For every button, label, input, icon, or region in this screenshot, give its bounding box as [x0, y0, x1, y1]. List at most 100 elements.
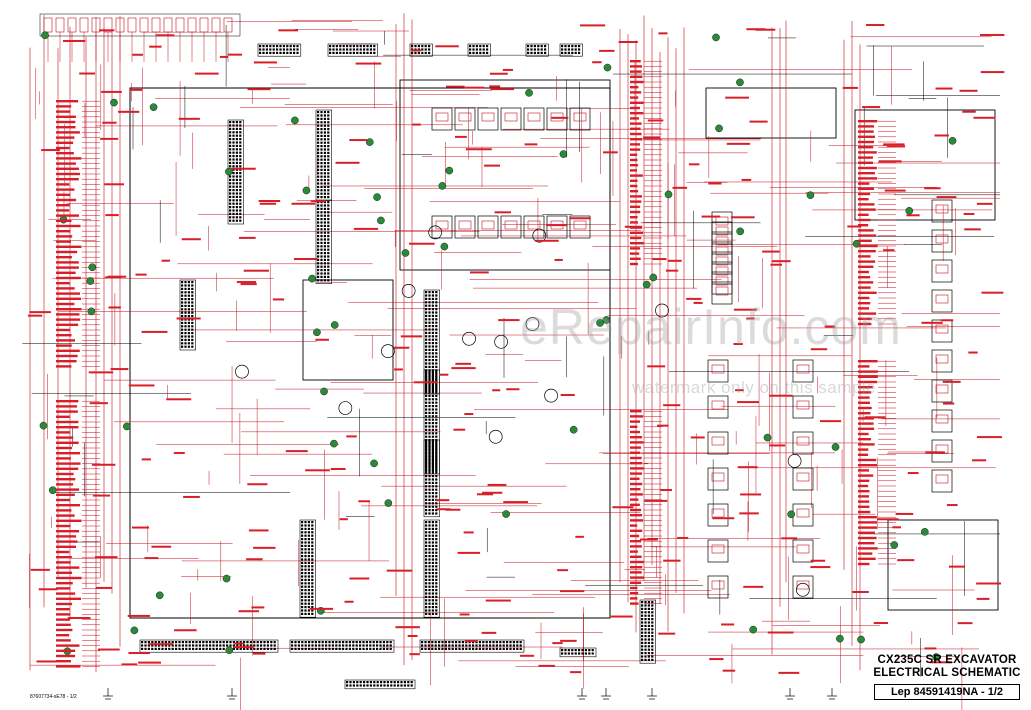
- connector-pin: [461, 641, 464, 644]
- connector-pin: [438, 644, 441, 647]
- connector-pin: [428, 485, 431, 488]
- connector-pin: [320, 131, 323, 134]
- connector-pin: [301, 555, 304, 558]
- wire-tag: [630, 164, 638, 167]
- component-layer: [39, 13, 957, 700]
- connector-pin: [273, 644, 276, 647]
- wire-tag: [810, 559, 826, 562]
- connector-pin: [428, 376, 431, 379]
- wire-tag: [56, 524, 71, 528]
- relay-icon: [931, 469, 953, 493]
- connector-pin: [482, 48, 485, 51]
- connector-pin: [314, 647, 317, 650]
- connector-pin: [369, 684, 372, 687]
- connector-pin: [373, 45, 376, 48]
- connector-pin: [307, 585, 310, 588]
- connector-pin: [327, 241, 330, 244]
- wire-tag: [94, 556, 118, 559]
- connector-pin: [175, 644, 178, 647]
- wire-tag: [858, 229, 874, 232]
- connector-pin: [181, 291, 184, 294]
- sensor-icon: [525, 317, 540, 331]
- connector-pin: [327, 128, 330, 131]
- connector-pin: [232, 151, 235, 154]
- connector-pin: [363, 45, 366, 48]
- wire-tag: [708, 182, 722, 185]
- wire-tag: [592, 61, 602, 64]
- wire-tag: [400, 335, 423, 338]
- wire-tag: [858, 360, 878, 363]
- connector-pin: [187, 332, 190, 335]
- wire-tag: [56, 420, 79, 424]
- circle-node-icon: [649, 273, 658, 282]
- connector-pin: [317, 141, 320, 144]
- wire-tag: [409, 242, 435, 245]
- connector-pin: [428, 561, 431, 564]
- connector-pin: [435, 488, 438, 491]
- wire-tag: [741, 178, 752, 181]
- connector-pin: [253, 647, 256, 650]
- connector-block-icon: [327, 43, 378, 57]
- connector-pin: [270, 647, 273, 650]
- connector-pin: [428, 362, 431, 365]
- connector-pin: [184, 335, 187, 338]
- connector-pin: [301, 585, 304, 588]
- connector-pin: [329, 48, 332, 51]
- connector-pin: [584, 652, 587, 655]
- wire-tag: [630, 247, 641, 250]
- connector-pin: [304, 612, 307, 615]
- connector-pin: [339, 45, 342, 48]
- wire-tag: [181, 238, 201, 241]
- connector-pin: [346, 48, 349, 51]
- connector-pin: [651, 641, 654, 644]
- wire-tag: [259, 202, 277, 205]
- connector-pin: [270, 644, 273, 647]
- connector-pin: [591, 652, 594, 655]
- connector-pin: [516, 647, 519, 650]
- wire-tag: [349, 139, 368, 142]
- connector-pin: [561, 48, 564, 51]
- connector-pin: [317, 231, 320, 234]
- circle-node-icon: [502, 510, 510, 518]
- connector-pin: [301, 647, 304, 650]
- wire-tag: [272, 298, 285, 301]
- wire-tag: [930, 661, 952, 664]
- connector-pin: [239, 127, 242, 130]
- wire-tag: [56, 587, 71, 590]
- connector-pin: [239, 219, 242, 222]
- circle-node-icon: [401, 249, 410, 257]
- connector-pin: [425, 512, 428, 515]
- wire-tag: [79, 72, 96, 75]
- connector-pin: [366, 51, 369, 54]
- relay-coil: [435, 220, 449, 230]
- connector-pin: [327, 265, 330, 268]
- connector-pin: [235, 151, 238, 154]
- connector-pin: [428, 297, 431, 300]
- connector-pin: [425, 551, 428, 554]
- connector-pin: [647, 635, 650, 638]
- wire-tag: [886, 145, 906, 148]
- wire-tag: [56, 183, 70, 186]
- connector-pin: [425, 495, 428, 498]
- connector-pin: [192, 647, 195, 650]
- connector-pin: [320, 221, 323, 224]
- connector-pin: [527, 45, 530, 48]
- connector-pin: [431, 394, 434, 397]
- connector-pin: [564, 652, 567, 655]
- connector-pin: [435, 602, 438, 605]
- connector-pin: [232, 121, 235, 124]
- connector-pin: [323, 269, 326, 272]
- connector-pin: [307, 534, 310, 537]
- connector-pin: [222, 647, 225, 650]
- connector-pin: [239, 124, 242, 127]
- wire-tag: [56, 209, 70, 212]
- connector-pin: [435, 481, 438, 484]
- connector-pin: [428, 538, 431, 541]
- connector-pin: [229, 124, 232, 127]
- connector-pin: [239, 161, 242, 164]
- circle-node-icon: [857, 635, 865, 644]
- connector-pin: [425, 447, 428, 450]
- wire-tag: [767, 631, 794, 634]
- circle-node-icon: [890, 541, 899, 549]
- connector-pin: [428, 492, 431, 495]
